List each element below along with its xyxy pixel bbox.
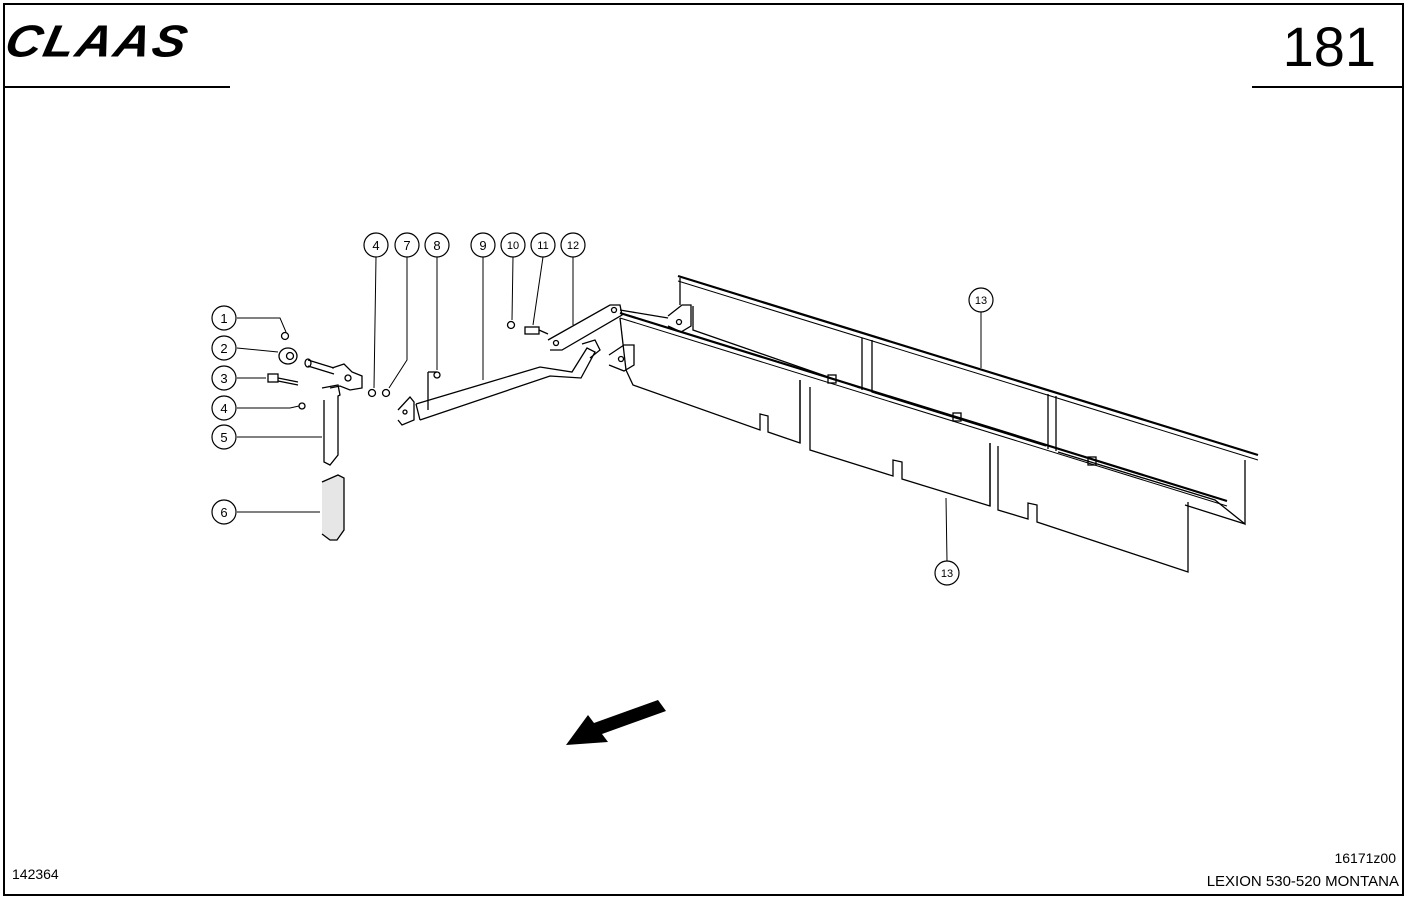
part-12-link [547, 304, 669, 351]
callout-4-top: 4 [372, 238, 379, 253]
callout-5: 5 [220, 430, 227, 445]
callout-circles [211, 232, 994, 586]
page-number: 181 [1282, 15, 1376, 78]
callout-4-left: 4 [220, 401, 227, 416]
callout-13-top: 13 [975, 295, 987, 307]
callout-1: 1 [220, 311, 227, 326]
callout-3: 3 [220, 371, 227, 386]
callout-11: 11 [537, 240, 548, 252]
callout-9: 9 [479, 238, 486, 253]
part-9-bar [397, 339, 601, 426]
page-frame [3, 3, 1404, 896]
drawing-code: 16171z00 [1334, 850, 1396, 866]
leader-lines [236, 256, 982, 562]
callout-13-bottom: 13 [941, 568, 953, 580]
direction-arrow-icon [566, 700, 666, 745]
machine-model: LEXION 530-520 MONTANA [1206, 873, 1399, 890]
logo-underline [5, 86, 230, 88]
rear-panel-assembly [667, 274, 1259, 526]
callout-6: 6 [220, 505, 227, 520]
page-number-underline [1252, 86, 1402, 88]
callout-2: 2 [220, 341, 227, 356]
callout-12: 12 [567, 240, 579, 252]
left-mounting-assembly [267, 331, 391, 466]
part-6-pad [321, 474, 345, 541]
parts-10-11-hardware [433, 320, 549, 379]
callout-8: 8 [433, 238, 440, 253]
callout-10: 10 [507, 240, 519, 252]
document-number: 142364 [12, 866, 59, 882]
front-panel-assembly [608, 311, 1228, 573]
callout-7: 7 [403, 238, 410, 253]
